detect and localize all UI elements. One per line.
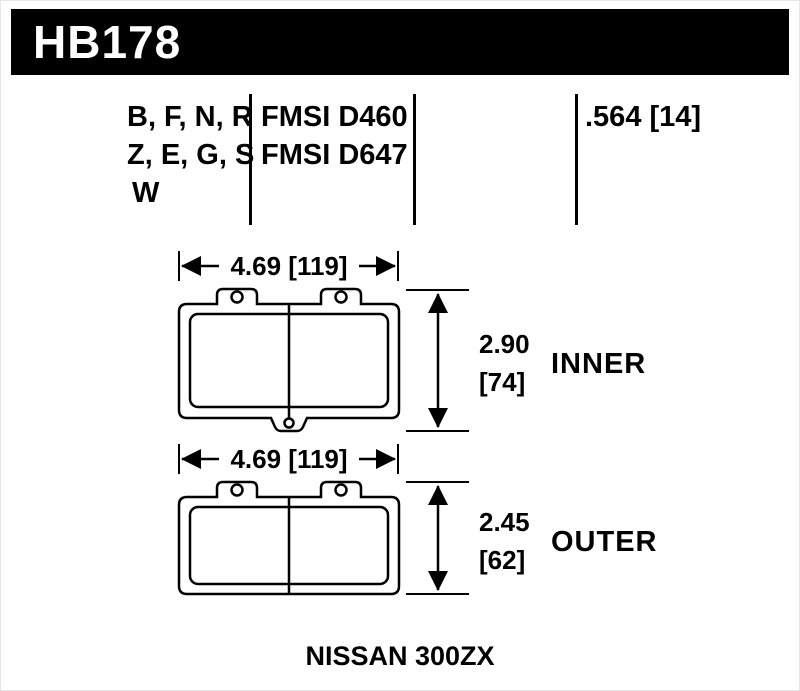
spec-divider-1 (249, 94, 252, 225)
fmsi-number-1: FMSI D460 (261, 101, 408, 133)
compound-codes-line1: B, F, N, R (127, 101, 253, 133)
compound-codes-line3: W (132, 177, 160, 209)
outer-height-dimension (406, 481, 469, 595)
fmsi-number-2: FMSI D647 (261, 139, 408, 171)
inner-height-mm-text: [74] (479, 367, 525, 397)
inner-height-dimension (406, 289, 469, 432)
inner-width-dimension (178, 251, 399, 281)
inner-pad-ear-hole-left (230, 290, 244, 304)
outer-pad-drawing (177, 480, 401, 596)
outer-pad-ear-hole-right (334, 483, 348, 497)
inner-pad-tab-hole (283, 417, 295, 429)
inner-width-dimension-text: 4.69 [119] (230, 251, 347, 281)
vehicle-name: NISSAN 300ZX (305, 641, 495, 671)
outer-height-mm-text: [62] (479, 545, 525, 575)
inner-pad-drawing (177, 287, 401, 433)
inner-height-in-text: 2.90 (479, 329, 530, 359)
inner-pad-outline (177, 287, 401, 433)
outer-pad-label: OUTER (551, 526, 658, 558)
part-number: HB178 (33, 16, 182, 68)
compound-codes-line2: Z, E, G, S (127, 139, 255, 171)
outer-width-dimension-text: 4.69 [119] (230, 444, 347, 474)
spec-divider-3 (575, 94, 578, 225)
inner-pad-ear-hole-right (334, 290, 348, 304)
header-bar: HB178 (11, 9, 789, 75)
outer-height-in-text: 2.45 (479, 507, 530, 537)
outer-pad-ear-hole-left (230, 483, 244, 497)
spec-divider-2 (413, 94, 416, 225)
outer-width-dimension (178, 444, 399, 474)
inner-pad-label: INNER (551, 348, 646, 380)
outer-pad-outline (177, 480, 401, 596)
pad-thickness: .564 [14] (585, 101, 702, 133)
